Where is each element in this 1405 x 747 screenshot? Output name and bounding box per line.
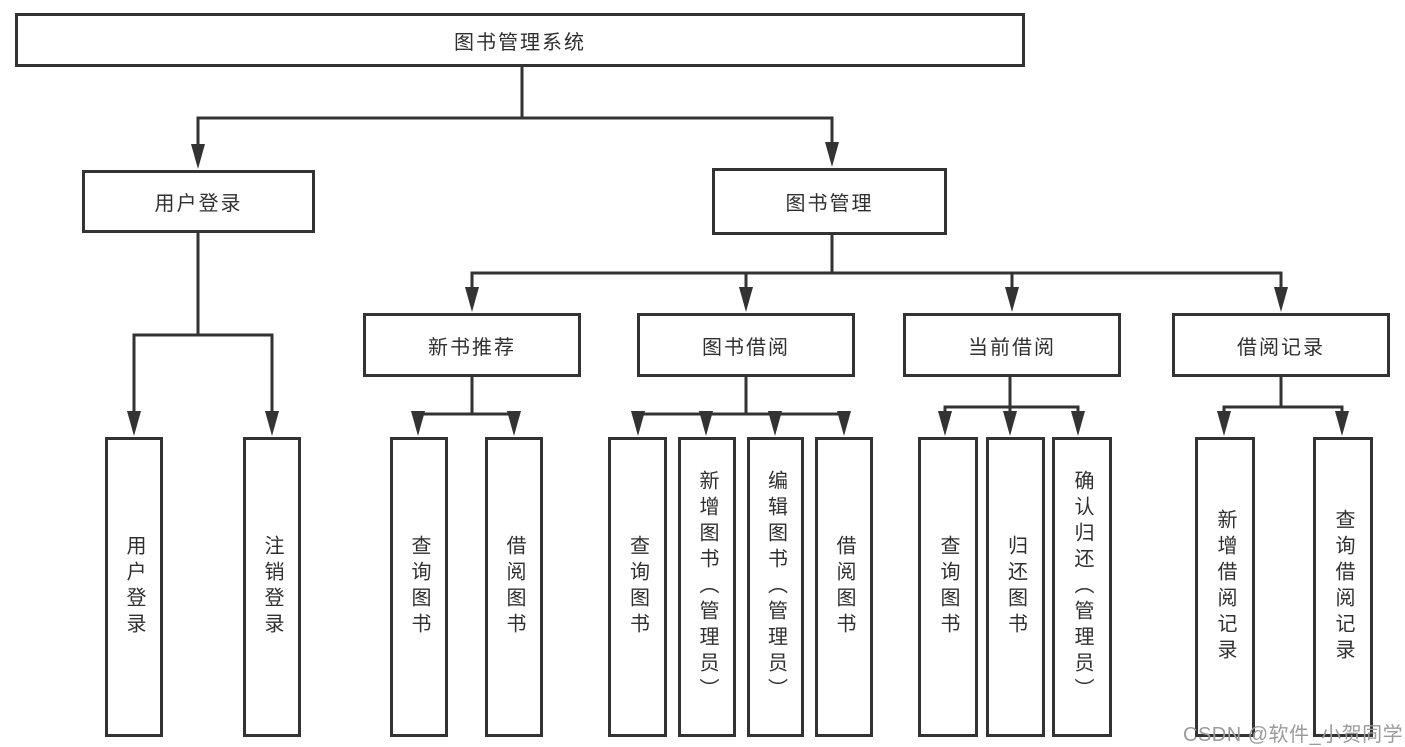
leaf-logout-login: 注销登录 xyxy=(243,437,301,737)
leaf-newrec-borrow-book: 借阅图书 xyxy=(485,437,543,737)
leaf-current-query-book: 查询图书 xyxy=(918,437,978,737)
node-borrow-records: 借阅记录 xyxy=(1172,313,1390,377)
leaf-current-return-book: 归还图书 xyxy=(986,437,1045,737)
leaf-borrow-borrow-book: 借阅图书 xyxy=(815,437,873,737)
leaf-borrow-add-book-admin: 新增图书（管理员） xyxy=(678,437,736,737)
leaf-records-add-record: 新增借阅记录 xyxy=(1195,437,1255,737)
leaf-current-confirm-return-admin: 确认归还（管理员） xyxy=(1052,437,1112,737)
leaf-newrec-query-book: 查询图书 xyxy=(390,437,448,737)
node-root: 图书管理系统 xyxy=(15,13,1025,67)
leaf-borrow-edit-book-admin: 编辑图书（管理员） xyxy=(747,437,804,737)
node-new-book-recommend: 新书推荐 xyxy=(363,313,581,377)
node-user-login: 用户登录 xyxy=(82,170,315,233)
leaf-records-query-record: 查询借阅记录 xyxy=(1313,437,1373,737)
leaf-borrow-query-book: 查询图书 xyxy=(608,437,667,737)
node-current-borrow: 当前借阅 xyxy=(903,313,1121,377)
leaf-user-login: 用户登录 xyxy=(105,437,163,737)
node-book-management: 图书管理 xyxy=(712,168,947,235)
node-book-borrow: 图书借阅 xyxy=(637,313,855,377)
csdn-watermark: CSDN @软件_小贺同学 xyxy=(1183,724,1404,746)
